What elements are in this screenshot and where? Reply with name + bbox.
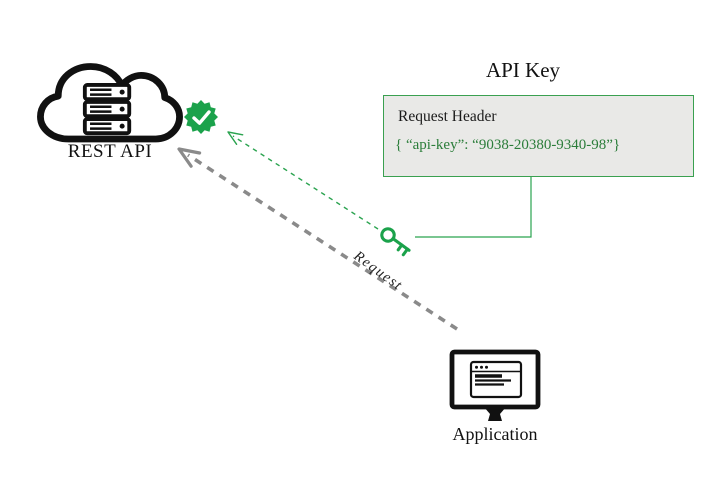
api-key-code: { “api-key”: “9038-20380-9340-98”} [395,137,621,153]
request-header-box: Request Header { “api-key”: “9038-20380-… [383,95,694,177]
key-arrow [227,131,379,230]
application-monitor-icon [449,349,541,421]
cloud-server-icon [37,63,183,143]
browser-window-icon [469,360,523,399]
server-stack-icon [82,83,132,136]
request-header-label: Request Header [398,108,497,125]
api-key-icon [380,227,411,257]
rest-api-label: REST API [67,141,153,162]
verified-check-badge-icon [184,100,218,134]
key-connector-line [415,176,532,238]
api-key-title: API Key [485,58,561,82]
application-label: Application [452,424,538,444]
key-arrowhead [227,131,244,146]
